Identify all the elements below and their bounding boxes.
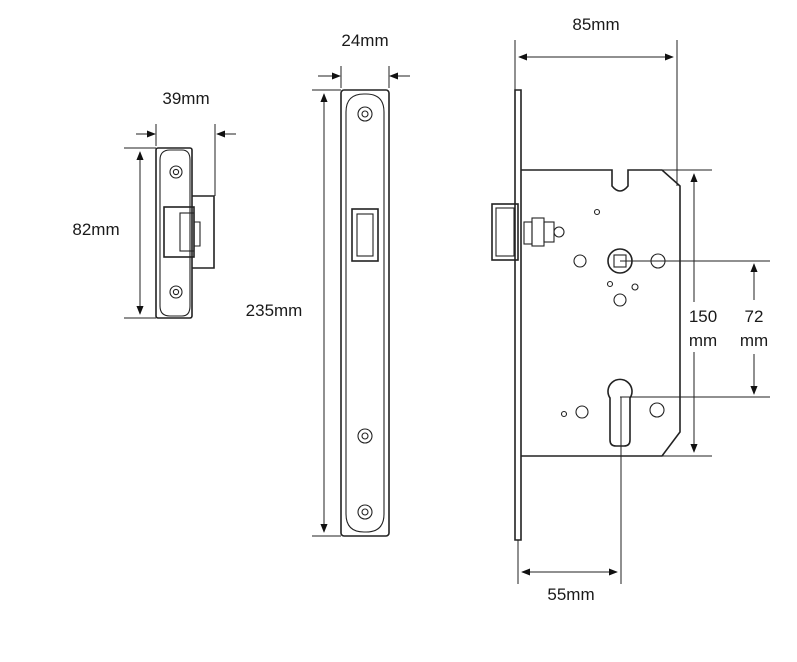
strike-width-label: 39mm bbox=[162, 89, 209, 108]
strike-latch-pocket-inner bbox=[179, 212, 195, 252]
case-hole-5 bbox=[649, 402, 665, 418]
faceplate-screw-hole-3 bbox=[357, 504, 373, 520]
faceplate-inner-edge bbox=[345, 93, 385, 533]
lock-height-unit: mm bbox=[689, 331, 717, 350]
strike-height-label: 82mm bbox=[72, 220, 119, 239]
backset-label: 55mm bbox=[547, 585, 594, 604]
latch-bolt bbox=[491, 203, 519, 261]
lock-forend bbox=[514, 89, 522, 541]
strike-plate-outline bbox=[155, 147, 193, 319]
faceplate-outline bbox=[340, 89, 390, 537]
lock-width-label: 85mm bbox=[572, 15, 619, 34]
lock-body: 85mm 150 mm 72 mm 55mm bbox=[491, 15, 770, 604]
handle-cylinder-unit: mm bbox=[740, 331, 768, 350]
faceplate-height-label: 235mm bbox=[246, 301, 303, 320]
cylinder-keyhole bbox=[607, 378, 633, 447]
faceplate: 24mm 235mm bbox=[246, 31, 410, 537]
case-hole-4 bbox=[575, 405, 589, 419]
strike-plate-inner-edge bbox=[159, 149, 191, 317]
case-hole-small-1 bbox=[593, 208, 601, 216]
strike-screw-hole-bottom bbox=[169, 285, 183, 299]
faceplate-latch-opening bbox=[351, 208, 379, 262]
faceplate-screw-hole-2 bbox=[357, 428, 373, 444]
faceplate-width-label: 24mm bbox=[341, 31, 388, 50]
strike-screw-hole-top bbox=[169, 165, 183, 179]
strike-lip bbox=[192, 195, 215, 269]
lock-case-outline bbox=[521, 169, 681, 457]
latch-spring bbox=[523, 221, 533, 245]
lock-height-value: 150 bbox=[689, 307, 717, 326]
faceplate-screw-hole-1 bbox=[357, 106, 373, 122]
strike-plate: 39mm 82mm bbox=[72, 89, 236, 319]
handle-cylinder-value: 72 bbox=[745, 307, 764, 326]
case-hole-1 bbox=[573, 254, 587, 268]
case-hole-3 bbox=[613, 293, 627, 307]
